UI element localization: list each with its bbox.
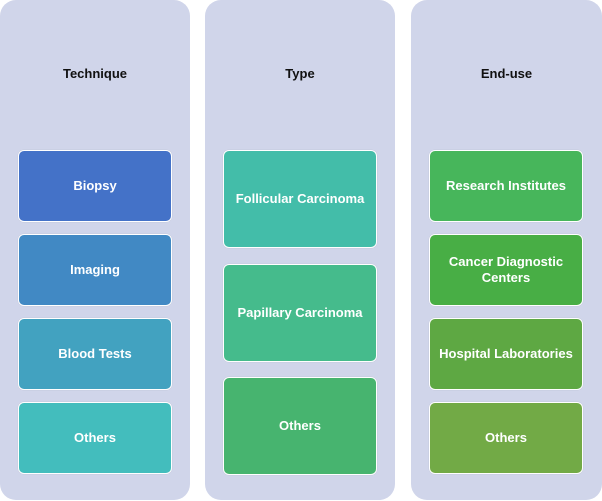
cancer-diagnostic-centers-box: Cancer Diagnostic Centers [429,234,583,306]
technique-title: Technique [62,66,128,81]
technique-others-box: Others [18,402,172,474]
type-others-label: Others [279,418,321,433]
end-use-panel: End-use Research Institutes Cancer Diagn… [411,0,602,500]
imaging-box: Imaging [18,234,172,306]
technique-panel: Technique Biopsy Imaging Blood Tests Oth… [0,0,190,500]
hospital-laboratories-label: Hospital Laboratories [439,346,573,361]
research-institutes-box: Research Institutes [429,150,583,222]
papillary-carcinoma-box: Papillary Carcinoma [223,264,377,362]
end-use-others-box: Others [429,402,583,474]
research-institutes-label: Research Institutes [446,178,566,193]
type-panel: Type Follicular Carcinoma Papillary Carc… [205,0,395,500]
cancer-diagnostic-centers-label: Cancer Diagnostic Centers [448,254,564,285]
blood-tests-box: Blood Tests [18,318,172,390]
biopsy-box: Biopsy [18,150,172,222]
papillary-carcinoma-label: Papillary Carcinoma [237,305,363,320]
technique-others-label: Others [74,430,116,445]
blood-tests-label: Blood Tests [58,346,132,361]
type-others-box: Others [223,377,377,475]
type-title: Type [285,66,315,81]
follicular-carcinoma-label: Follicular Carcinoma [235,191,365,206]
imaging-label: Imaging [70,262,120,277]
end-use-others-label: Others [485,430,527,445]
end-use-title: End-use [480,66,533,81]
biopsy-label: Biopsy [73,178,117,193]
follicular-carcinoma-box: Follicular Carcinoma [223,150,377,248]
hospital-laboratories-box: Hospital Laboratories [429,318,583,390]
